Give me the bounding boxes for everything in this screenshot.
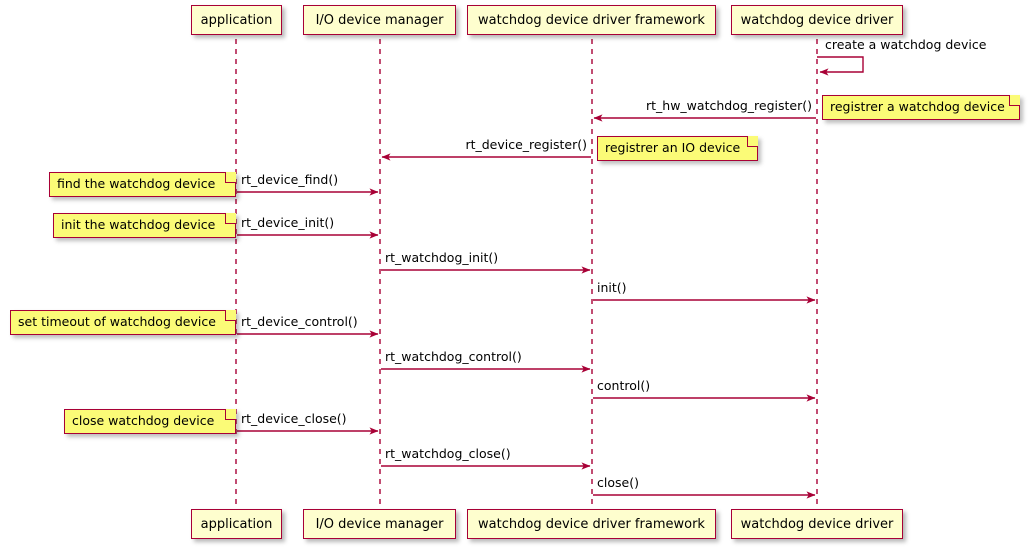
message-label-10: rt_device_close() xyxy=(241,411,347,426)
participant-label: watchdog device driver xyxy=(740,12,894,28)
note-right-fw-1: registrer an IO device xyxy=(597,136,758,161)
participant-bottom-drv[interactable]: watchdog device driver xyxy=(731,509,903,539)
note-left-app-5: close watchdog device xyxy=(64,409,236,434)
note-left-app-2: find the watchdog device xyxy=(49,172,236,197)
message-label-4: rt_device_init() xyxy=(241,215,335,230)
note-fold-corner-icon xyxy=(747,136,758,147)
note-fold-corner-icon xyxy=(1009,95,1020,106)
note-fold-corner-icon xyxy=(225,310,236,321)
note-text: init the watchdog device xyxy=(61,217,216,233)
participant-top-fw[interactable]: watchdog device driver framework xyxy=(467,5,716,35)
arrows-group xyxy=(237,56,864,499)
message-label-9: control() xyxy=(597,378,651,393)
participant-label: watchdog device driver xyxy=(740,516,894,532)
message-label-0: create a watchdog device xyxy=(825,37,987,52)
message-label-6: init() xyxy=(597,280,627,295)
participant-bottom-fw[interactable]: watchdog device driver framework xyxy=(467,509,716,539)
note-text: registrer a watchdog device xyxy=(830,99,1005,115)
self-message-arrow-0 xyxy=(817,56,864,76)
note-right-drv-0: registrer a watchdog device xyxy=(822,95,1020,120)
participant-label: watchdog device driver framework xyxy=(478,12,705,28)
participant-label: application xyxy=(200,516,273,532)
note-left-app-4: set timeout of watchdog device xyxy=(10,310,236,335)
participant-bottom-app[interactable]: application xyxy=(191,509,282,539)
message-label-3: rt_device_find() xyxy=(241,172,339,187)
participant-top-drv[interactable]: watchdog device driver xyxy=(731,5,903,35)
message-label-7: rt_device_control() xyxy=(241,314,358,329)
message-label-1: rt_hw_watchdog_register() xyxy=(646,98,812,113)
participant-label: watchdog device driver framework xyxy=(478,516,705,532)
message-label-8: rt_watchdog_control() xyxy=(385,349,522,364)
participant-label: I/O device manager xyxy=(315,12,444,28)
note-text: close watchdog device xyxy=(72,413,215,429)
participant-label: application xyxy=(200,12,273,28)
message-label-5: rt_watchdog_init() xyxy=(385,250,499,265)
message-label-12: close() xyxy=(597,475,639,490)
lifelines-group xyxy=(235,39,818,505)
note-text: set timeout of watchdog device xyxy=(18,314,216,330)
note-fold-corner-icon xyxy=(225,172,236,183)
participant-label: I/O device manager xyxy=(315,516,444,532)
message-label-2: rt_device_register() xyxy=(465,137,587,152)
message-label-11: rt_watchdog_close() xyxy=(385,446,511,461)
note-text: find the watchdog device xyxy=(57,176,216,192)
note-fold-corner-icon xyxy=(225,409,236,420)
participant-top-app[interactable]: application xyxy=(191,5,282,35)
note-fold-corner-icon xyxy=(225,213,236,224)
participant-top-iodm[interactable]: I/O device manager xyxy=(303,5,456,35)
note-left-app-3: init the watchdog device xyxy=(53,213,236,238)
participant-bottom-iodm[interactable]: I/O device manager xyxy=(303,509,456,539)
note-text: registrer an IO device xyxy=(605,140,741,156)
